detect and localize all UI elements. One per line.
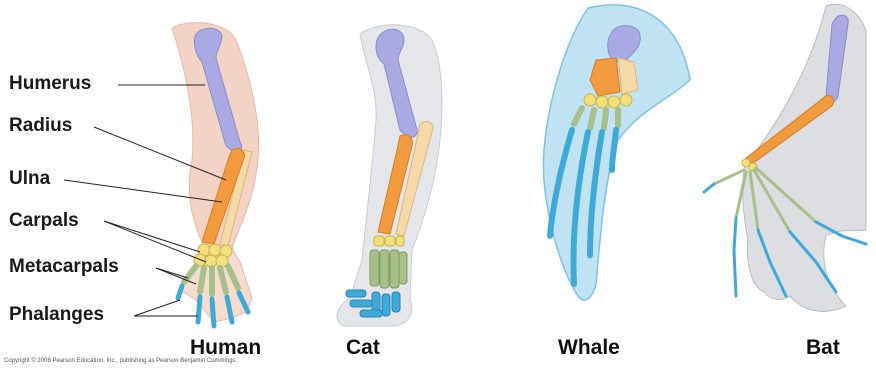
label-humerus: Humerus: [9, 73, 91, 95]
copyright-notice: Copyright © 2008 Pearson Education, Inc.…: [4, 358, 237, 364]
label-ulna: Ulna: [9, 168, 50, 190]
caption-human: Human: [190, 336, 261, 360]
human-arm: [172, 23, 259, 326]
label-phalanges: Phalanges: [9, 304, 104, 326]
cat-metacarpals: [370, 250, 407, 288]
label-carpals: Carpals: [9, 210, 79, 232]
label-metacarpals: Metacarpals: [9, 256, 119, 278]
caption-whale: Whale: [558, 336, 620, 360]
caption-cat: Cat: [346, 336, 380, 360]
whale-flipper: [543, 5, 690, 300]
bat-wing: [704, 4, 866, 311]
cat-leg: [337, 25, 442, 326]
cat-carpals: [374, 236, 404, 246]
caption-bat: Bat: [806, 336, 840, 360]
label-radius: Radius: [9, 115, 72, 137]
